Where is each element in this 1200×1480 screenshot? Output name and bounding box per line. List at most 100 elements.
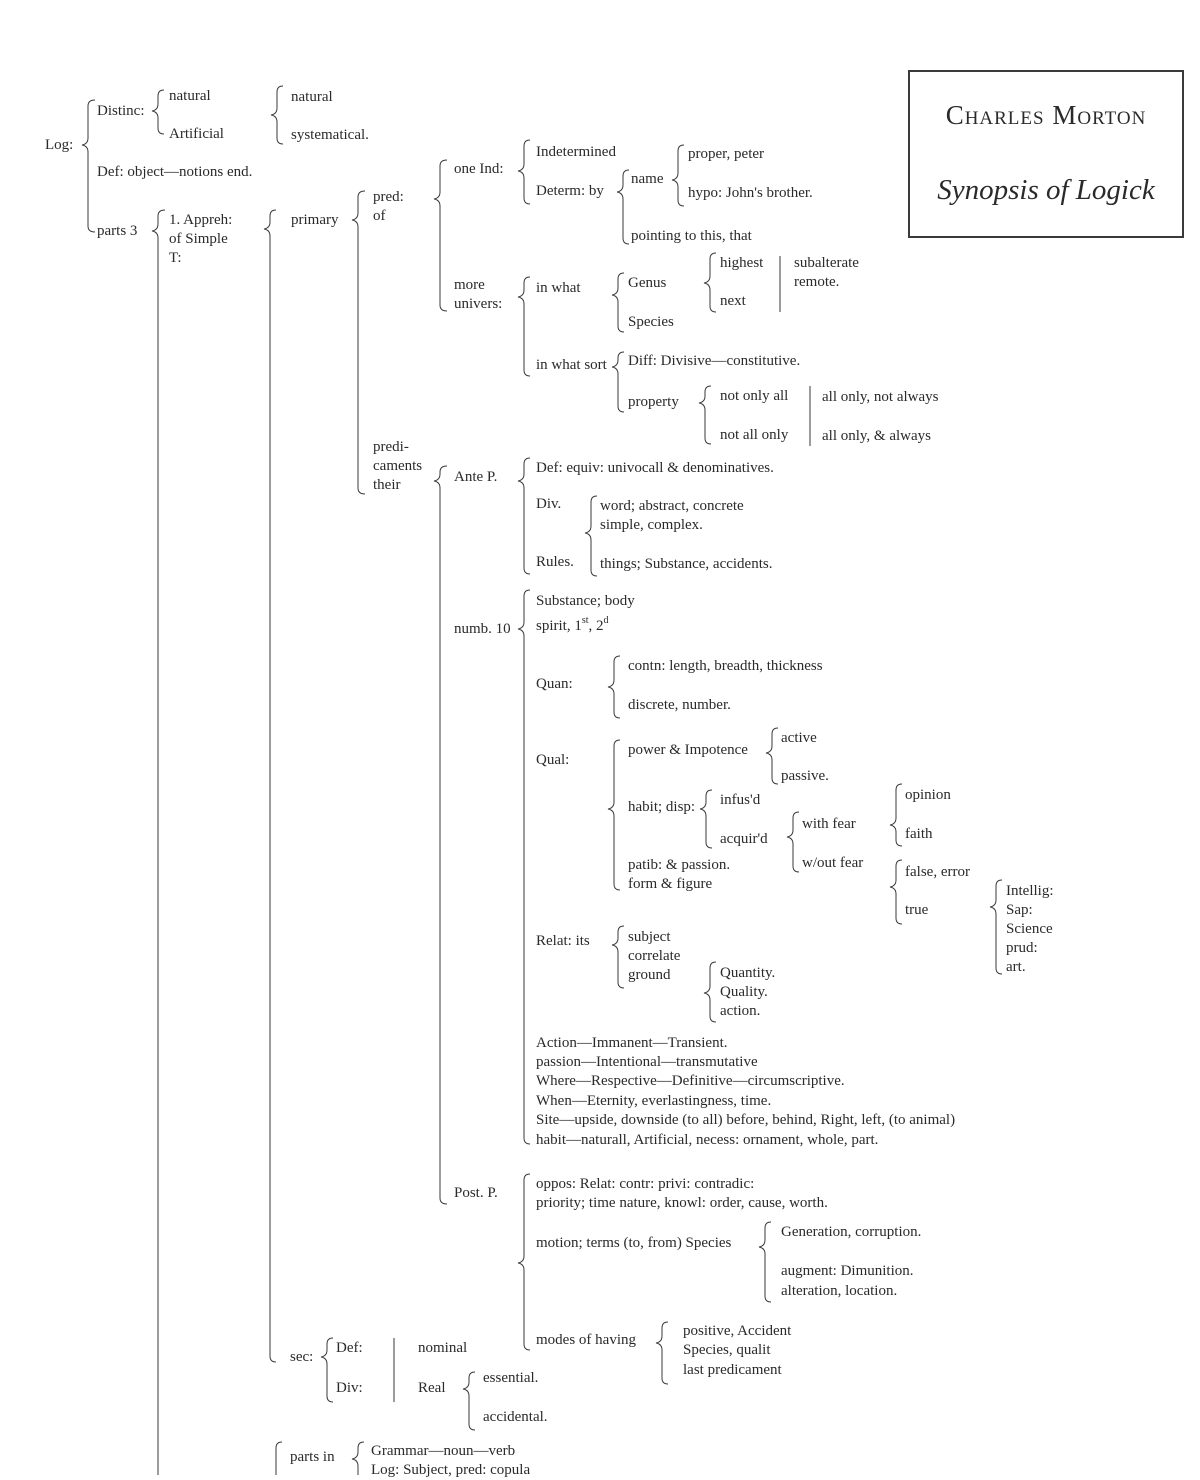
intellig-text: Intellig: [1006,883,1054,899]
brace-post-p [517,1173,531,1351]
post-p-label: Post. P. [454,1185,498,1201]
one-ind-label: one Ind: [454,161,504,177]
qual-label: Qual: [536,752,570,768]
brace-pred [433,159,448,312]
def-label: Def: [336,1340,363,1356]
parts3-label: parts 3 [97,223,138,239]
subalterate-text: subalterate [794,255,859,271]
pred-line2: of [373,208,386,224]
brace-motion [758,1221,772,1303]
modes-having-text: modes of having [536,1332,636,1348]
pointing-text: pointing to this, that [631,228,752,244]
brace-in-what [611,272,625,333]
predicaments-line1: predi- [373,439,409,455]
quality-text: Quality. [720,984,768,1000]
brace-real [462,1371,476,1431]
log-label: Log: [45,137,74,153]
brace-div [584,495,598,577]
simple-complex-text: simple, complex. [600,517,703,533]
more-line1: more [454,277,485,293]
brace-grammar [351,1441,365,1475]
brace-appreh [263,209,277,1363]
ante-p-label: Ante P. [454,469,498,485]
spirit-text: spirit, 1st, 2d [536,615,609,635]
word-text: word; abstract, concrete [600,498,744,514]
passive-text: passive. [781,768,829,784]
nominal-text: nominal [418,1340,468,1356]
div-label: Div. [536,496,562,512]
patib-text: patib: & passion. [628,857,731,873]
action-small-text: action. [720,1003,761,1019]
power-text: power & Impotence [628,742,748,758]
species-label: Species [628,314,674,330]
faith-text: faith [905,826,933,842]
brace-more-univers [517,276,531,377]
discrete-text: discrete, number. [628,697,731,713]
accidental-text: accidental. [483,1409,548,1425]
determ-by-text: Determ: by [536,183,604,199]
div-sec-label: Div: [336,1380,363,1396]
brace-without-fear [889,859,903,925]
brace-ground [703,961,717,1023]
appreh-line2: of Simple [169,231,228,247]
brace-ante-p [517,457,531,575]
augment-text: augment: Dimunition. [781,1263,914,1279]
in-what-sort-label: in what sort [536,357,607,373]
contn-text: contn: length, breadth, thickness [628,658,823,674]
subject-text: subject [628,929,671,945]
rules-label: Rules. [536,554,574,570]
brace-name [671,144,685,207]
brace-distinc [151,89,165,135]
correlate-text: correlate [628,948,681,964]
title-box: Charles Morton Synopsis of Logick [908,70,1184,238]
things-text: things; Substance, accidents. [600,556,773,572]
brace-property [698,385,712,445]
species-qualit-text: Species, qualit [683,1342,771,1358]
habit-line: habit—naturall, Artificial, necess: orna… [536,1132,879,1148]
when-line: When—Eternity, everlastingness, time. [536,1093,772,1109]
appreh-line1: 1. Appreh: [169,212,233,228]
predicaments-line2: caments [373,458,423,474]
all-only-not-always-text: all only, not always [822,389,939,405]
brace-one-ind [517,139,531,205]
proper-peter-text: proper, peter [688,146,765,162]
remote-text: remote. [794,274,840,290]
quan-label: Quan: [536,676,573,692]
substance-body-text: Substance; body [536,593,635,609]
book-title: Synopsis of Logick [937,174,1155,206]
brace-in-what-sort [611,351,625,413]
brace-determ [616,169,630,245]
active-text: active [781,730,817,746]
more-line2: univers: [454,296,503,312]
brace-numb10 [517,589,531,1145]
where-line: Where—Respective—Definitive—circumscript… [536,1073,845,1089]
hypo-text: hypo: John's brother. [688,185,813,201]
brace-predicaments [433,465,448,1205]
false-error-text: false, error [905,864,970,880]
natural-b-text: natural [291,89,333,105]
passion-line: passion—Intentional—transmutative [536,1054,758,1070]
brace-modes [655,1321,669,1385]
genus-label: Genus [628,275,667,291]
quantity-text: Quantity. [720,965,776,981]
brace-habit [699,789,713,849]
form-figure-text: form & figure [628,876,713,892]
site-line: Site—upside, downside (to all) before, b… [536,1112,956,1128]
not-only-all-text: not only all [720,388,789,404]
priority-text: priority; time nature, knowl: order, cau… [536,1195,828,1211]
diff-text: Diff: Divisive—constitutive. [628,353,801,369]
brace-true [989,879,1003,975]
relat-its-label: Relat: its [536,933,590,949]
predicaments-line3: their [373,477,401,493]
habit-disp-text: habit; disp: [628,799,696,815]
brace-parts-in [275,1441,283,1475]
essential-text: essential. [483,1370,539,1386]
brace-acquird [786,811,800,873]
sap-text: Sap: [1006,902,1033,918]
sec-label: sec: [290,1349,314,1365]
real-text: Real [418,1380,446,1396]
natural-a-text: natural [169,88,211,104]
highest-text: highest [720,255,764,271]
brace-parts3 [151,209,166,1475]
appreh-line3: T: [169,250,182,266]
